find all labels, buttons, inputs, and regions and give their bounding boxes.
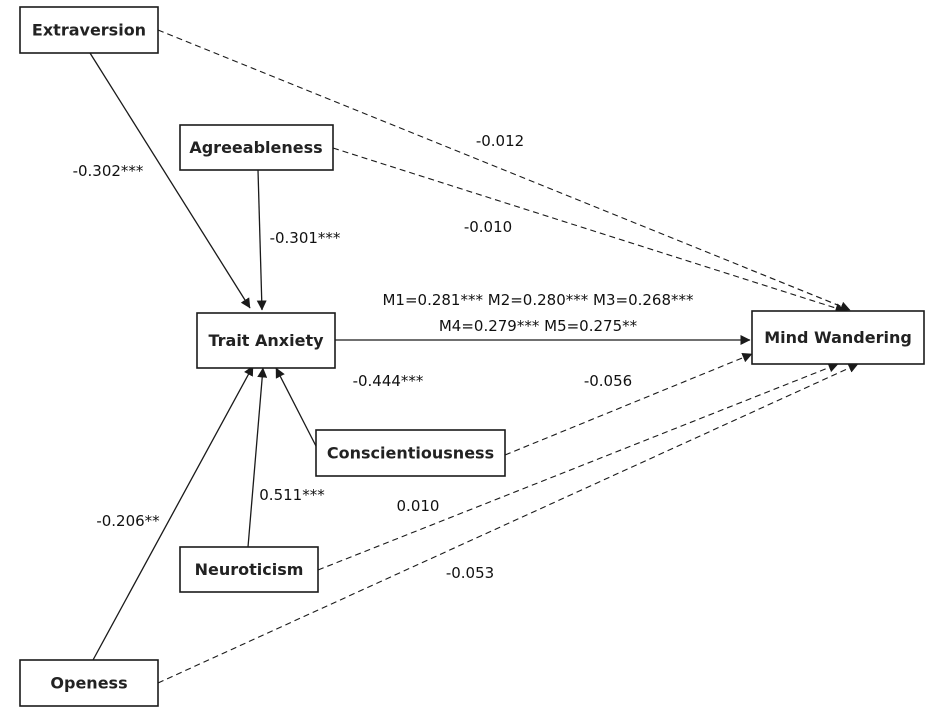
node-trait-anxiety-label: Trait Anxiety: [208, 331, 324, 350]
path-agreeableness-to-mind-wandering: [332, 147, 846, 313]
node-conscientiousness-label: Conscientiousness: [327, 444, 494, 463]
coef-agreeableness-to-anxiety: -0.301***: [270, 229, 341, 247]
node-openness-label: Openess: [50, 674, 127, 693]
path-conscientiousness-to-mind-wandering: [504, 352, 753, 456]
node-agreeableness: Agreeableness: [179, 124, 334, 171]
coef-neuroticism-to-anxiety: 0.511***: [259, 486, 325, 504]
node-openness: Openess: [19, 659, 159, 707]
node-mind-wandering-label: Mind Wandering: [764, 328, 912, 347]
coef-neuroticism-to-mind-wandering: 0.010: [397, 497, 440, 515]
coef-extraversion-to-anxiety: -0.302***: [73, 162, 144, 180]
coef-conscientiousness-to-anxiety: -0.444***: [353, 372, 424, 390]
path-neuroticism-to-anxiety: [247, 367, 268, 548]
coef-anxiety-to-mind-wandering-line2: M4=0.279*** M5=0.275**: [439, 317, 638, 335]
path-conscientiousness-to-anxiety: [275, 367, 319, 451]
path-openness-to-mind-wandering: [157, 363, 859, 684]
coef-openness-to-mind-wandering: -0.053: [446, 564, 494, 582]
node-trait-anxiety: Trait Anxiety: [196, 312, 336, 369]
coef-agreeableness-to-mind-wandering: -0.010: [464, 218, 512, 236]
node-neuroticism-label: Neuroticism: [195, 560, 304, 579]
node-agreeableness-label: Agreeableness: [189, 138, 322, 157]
coef-openness-to-anxiety: -0.206**: [96, 512, 160, 530]
coef-extraversion-to-mind-wandering: -0.012: [476, 132, 524, 150]
path-extraversion-to-mind-wandering: [157, 29, 851, 312]
coef-conscientiousness-to-mind-wandering: -0.056: [584, 372, 632, 390]
node-conscientiousness: Conscientiousness: [315, 429, 506, 477]
path-neuroticism-to-mind-wandering: [317, 362, 839, 571]
path-extraversion-to-anxiety: [89, 52, 251, 309]
path-openness-to-anxiety: [92, 365, 254, 661]
node-extraversion-label: Extraversion: [32, 21, 146, 40]
node-neuroticism: Neuroticism: [179, 546, 319, 593]
coef-anxiety-to-mind-wandering-line1: M1=0.281*** M2=0.280*** M3=0.268***: [382, 291, 694, 309]
node-mind-wandering: Mind Wandering: [751, 310, 925, 365]
node-extraversion: Extraversion: [19, 6, 159, 54]
path-agreeableness-to-anxiety: [256, 169, 267, 311]
